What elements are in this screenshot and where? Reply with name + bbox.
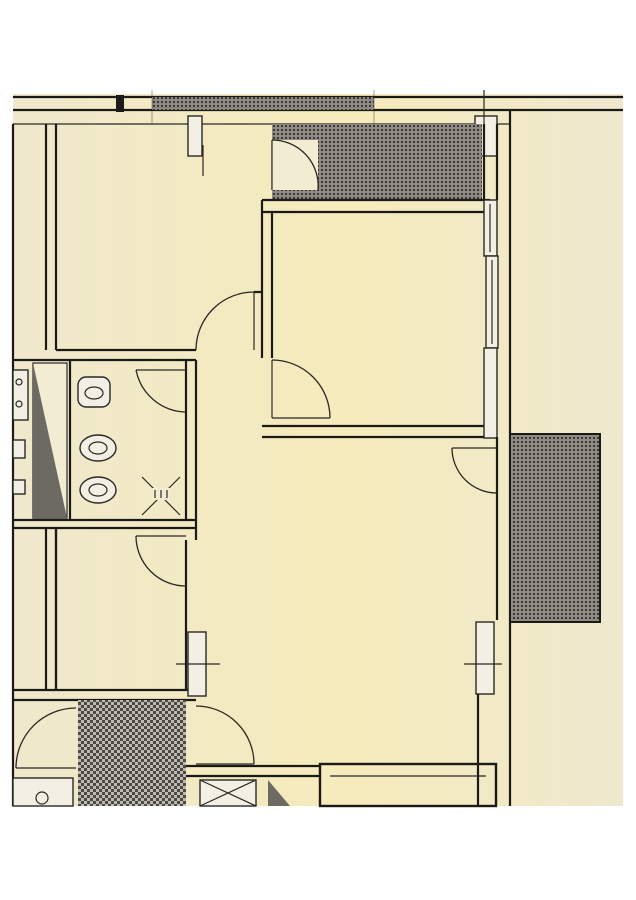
washbasin-icon	[77, 376, 111, 408]
top-hatched-strip	[152, 97, 374, 110]
stair-wedge	[33, 363, 67, 518]
shower-drain-icon	[141, 476, 181, 516]
bidet-icon	[79, 434, 117, 462]
balcony	[451, 433, 601, 623]
upper-left-room	[13, 348, 196, 362]
storage-top	[262, 124, 490, 214]
right-wall	[464, 110, 512, 806]
bedroom-door-swing	[271, 359, 331, 419]
hatched-shaft	[78, 700, 186, 806]
wall-segment-right	[483, 347, 498, 439]
bottom-area	[12, 700, 498, 808]
construction-lines	[151, 90, 375, 124]
bottom-right-room	[318, 762, 498, 808]
middle-right-room	[260, 200, 497, 439]
lower-room-door-swing	[135, 535, 187, 587]
hall-door-swing	[195, 291, 255, 351]
stove-icon	[12, 369, 29, 421]
hall-door-upper	[195, 290, 262, 351]
balcony-door-swing	[451, 447, 498, 494]
sink-icon	[12, 479, 26, 495]
bathroom-door-swing	[135, 369, 187, 413]
column-right	[475, 621, 495, 695]
bottom-fixture-icon	[35, 791, 49, 805]
bathroom	[12, 360, 198, 540]
toilet-icon	[79, 476, 117, 504]
bottom-door-swing	[195, 705, 255, 765]
column-top-left	[187, 115, 203, 157]
bottom-left-door-swing	[15, 707, 77, 769]
top-wall	[13, 90, 623, 176]
